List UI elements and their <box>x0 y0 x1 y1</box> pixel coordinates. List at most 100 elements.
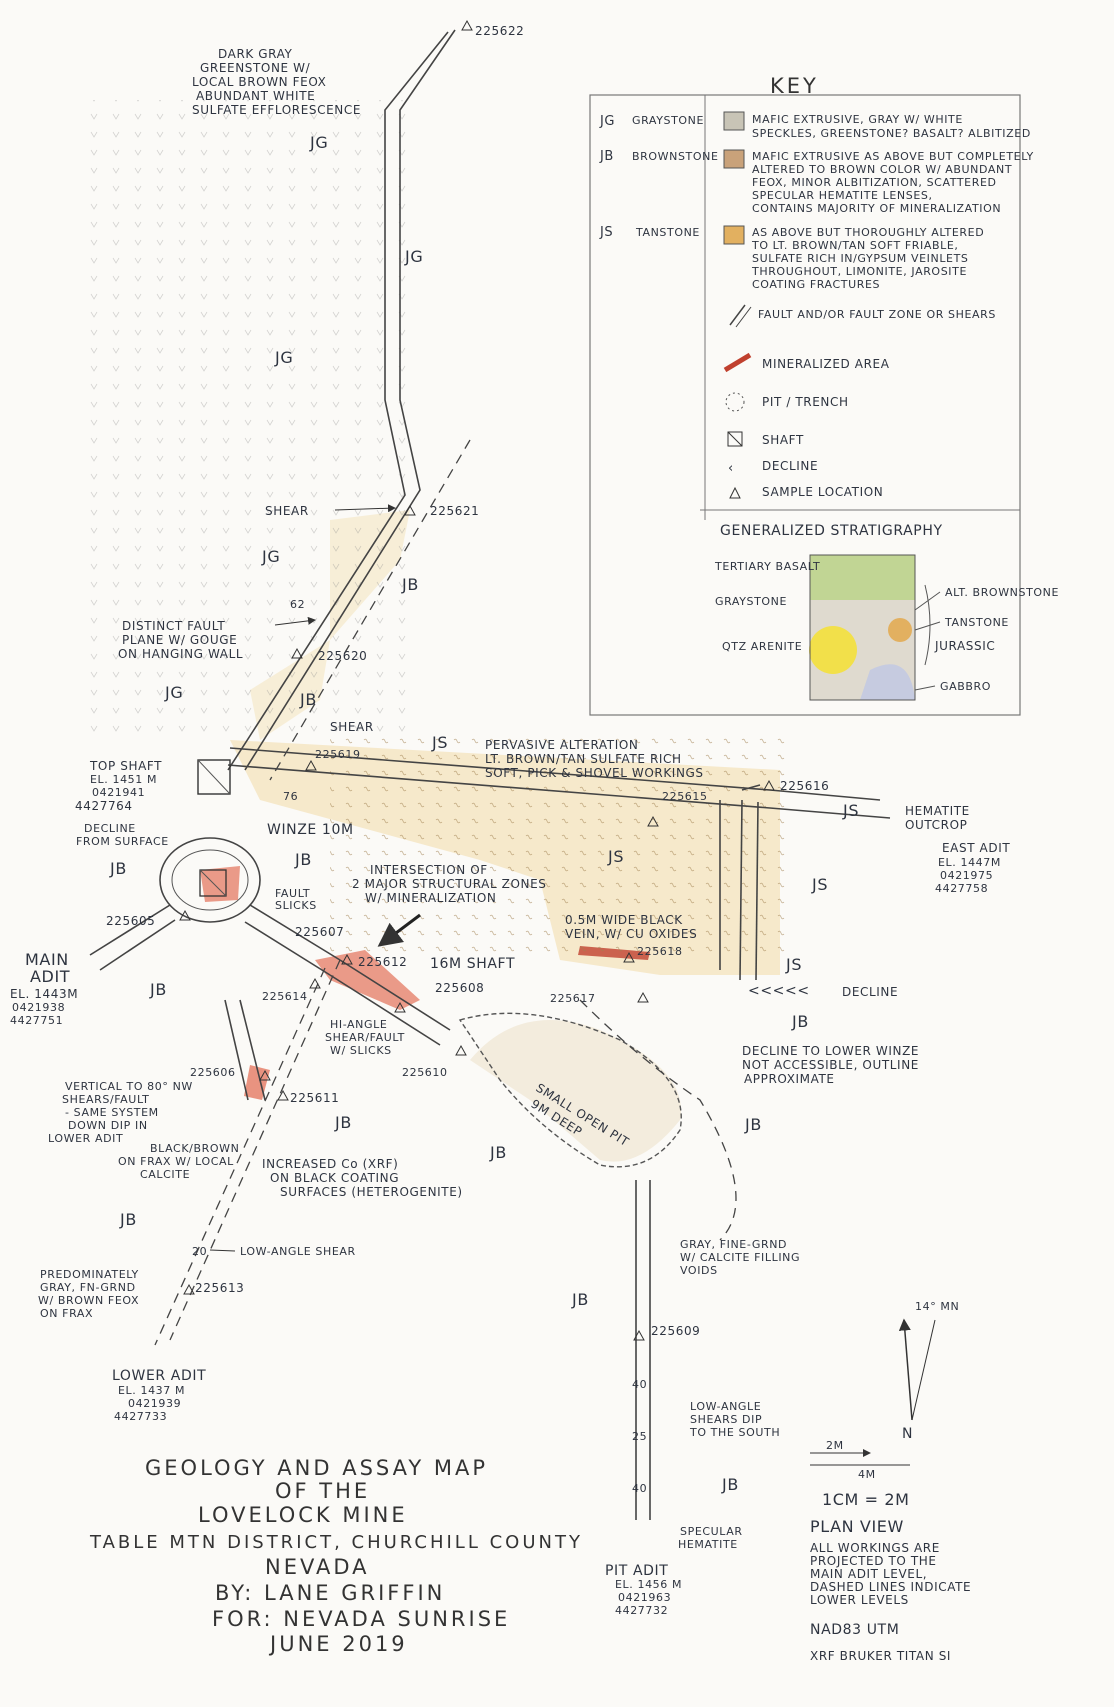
drift-se-a <box>249 904 341 961</box>
sample-marker-225621 <box>404 504 416 516</box>
shaft-symbol-icon <box>727 431 743 447</box>
north-arrow: 14° MN N <box>898 1300 959 1442</box>
note-predom-2: GRAY, FN-GRND <box>40 1281 136 1294</box>
sample-225615: 225615 <box>662 790 708 803</box>
key-decline-label: DECLINE <box>762 459 818 473</box>
note-vertical-3: - SAME SYSTEM <box>65 1106 159 1119</box>
unit-label-jb-10: JB <box>119 1210 137 1229</box>
unit-label-js-5: JS <box>785 955 802 974</box>
north-label: N <box>902 1426 913 1442</box>
top-shaft <box>197 759 231 795</box>
note-predom-3: W/ BROWN FEOX <box>38 1294 139 1307</box>
plan-notes: PLAN VIEW ALL WORKINGS ARE PROJECTED TO … <box>810 1517 971 1663</box>
south-drift-b <box>224 999 249 1101</box>
key-js-desc-3: SULFATE RICH IN/GYPSUM VEINLETS <box>752 252 969 265</box>
east-adit-top <box>741 784 761 791</box>
key-shaft-label: SHAFT <box>762 433 804 447</box>
unit-label-jg-4: JG <box>261 547 280 566</box>
map-key: KEY JG GRAYSTONE MAFIC EXTRUSIVE, GRAY W… <box>589 74 1058 716</box>
note-predom-4: ON FRAX <box>40 1307 93 1320</box>
key-unit-jg-name: GRAYSTONE <box>632 114 704 127</box>
decline-dashed <box>579 999 737 1241</box>
sample-marker-225608 <box>394 1001 406 1013</box>
unit-label-jb-2: JB <box>299 690 317 709</box>
note-main-adit-4: 0421938 <box>12 1001 65 1014</box>
key-mineralized-label: MINERALIZED AREA <box>762 357 890 371</box>
sample-225610: 225610 <box>402 1066 448 1079</box>
note-east-adit-2: EL. 1447M <box>938 856 1001 869</box>
note-lower-adit-3: 0421939 <box>128 1397 181 1410</box>
note-specular-1: SPECULAR <box>680 1525 743 1538</box>
note-vertical-2: SHEARS/FAULT <box>62 1093 150 1106</box>
note-vertical-4: DOWN DIP IN <box>68 1119 148 1132</box>
sample-225612: 225612 <box>358 955 407 969</box>
sample-225608: 225608 <box>435 981 484 995</box>
key-unit-js-name: TANSTONE <box>635 226 700 239</box>
sample-markers <box>179 19 775 1341</box>
note-pit-adit-4: 4427732 <box>615 1604 668 1617</box>
sample-marker-225617 <box>637 991 649 1003</box>
sample-location-icon <box>729 486 741 499</box>
strat-graystone-label: GRAYSTONE <box>715 595 787 608</box>
note-hi-angle-3: W/ SLICKS <box>330 1044 392 1057</box>
key-jb-desc-2: ALTERED TO BROWN COLOR W/ ABUNDANT <box>752 163 1012 176</box>
strat-tertiary-basalt: TERTIARY BASALT <box>714 560 820 573</box>
note-predom-1: PREDOMINATELY <box>40 1268 139 1281</box>
key-js-desc-5: COATING FRACTURES <box>752 278 880 291</box>
note-winze: WINZE 10M <box>267 822 354 838</box>
dip-40b: 40 <box>632 1482 647 1495</box>
plan-xrf: XRF BRUKER TITAN SI <box>810 1649 951 1663</box>
sample-marker-225614 <box>309 977 321 989</box>
unit-label-jb-11: JB <box>571 1290 589 1309</box>
plan-note-1: ALL WORKINGS ARE <box>810 1541 940 1555</box>
note-decline-surface-1: DECLINE <box>84 822 136 835</box>
note-increased-co-3: SURFACES (HETEROGENITE) <box>280 1185 463 1199</box>
decline-symbol-icon: ‹ <box>728 461 734 476</box>
note-hi-angle-2: SHEAR/FAULT <box>325 1031 405 1044</box>
note-intersection-1: INTERSECTION OF <box>370 863 488 877</box>
note-16m-shaft: 16M SHAFT <box>430 956 515 972</box>
main-adit-chamber <box>159 837 261 923</box>
sample-marker-225612 <box>341 953 353 965</box>
note-east-adit-3: 0421975 <box>940 869 993 882</box>
note-pervasive-1: PERVASIVE ALTERATION <box>485 738 639 752</box>
note-black-brown-2: ON FRAX W/ LOCAL <box>118 1155 234 1168</box>
lower-adit-trace-a <box>169 959 341 1341</box>
unit-label-js-4: JS <box>811 875 828 894</box>
note-main-adit-3: EL. 1443M <box>10 987 78 1001</box>
note-decline: DECLINE <box>842 985 898 999</box>
note-nw-1: DARK GRAY <box>218 47 292 61</box>
south-drift-a <box>239 999 266 1101</box>
sample-marker-225605 <box>179 909 191 921</box>
key-title: KEY <box>770 74 819 98</box>
note-shear-2: SHEAR <box>330 720 374 734</box>
unit-label-js-1: JS <box>431 733 448 752</box>
sample-marker-225615 <box>647 815 659 827</box>
scale-ratio: 1CM = 2M <box>822 1490 910 1509</box>
winze <box>199 869 227 897</box>
sample-marker-225606 <box>259 1069 271 1081</box>
note-top-shaft-3: 0421941 <box>92 786 145 799</box>
key-swatch-js <box>723 225 745 245</box>
note-specular-2: HEMATITE <box>678 1538 738 1551</box>
north-declination: 14° MN <box>915 1300 959 1313</box>
drift-ne-a <box>339 959 451 1031</box>
dip-20: 20 <box>192 1245 207 1258</box>
note-low-angle-south-1: LOW-ANGLE <box>690 1400 761 1413</box>
strat-jurassic: JURASSIC <box>934 639 995 653</box>
note-hematite-1: HEMATITE <box>905 804 970 818</box>
scale-bar: 2M 4M 1CM = 2M <box>810 1439 910 1509</box>
sample-labels: 225622 225621 225620 225619 225616 22561… <box>106 24 829 1338</box>
strat-arenite <box>809 626 857 674</box>
note-top-shaft-4: 4427764 <box>75 799 133 813</box>
unit-label-js-3: JS <box>842 801 859 820</box>
title-line-3: LOVELOCK MINE <box>198 1503 408 1527</box>
unit-label-jb-9: JB <box>334 1113 352 1132</box>
strat-tanstone <box>888 618 912 642</box>
sample-225609: 225609 <box>651 1324 700 1338</box>
note-lower-adit-1: LOWER ADIT <box>112 1368 206 1384</box>
unit-label-jg-2: JG <box>404 247 423 266</box>
note-fault-3: ON HANGING WALL <box>118 647 243 661</box>
